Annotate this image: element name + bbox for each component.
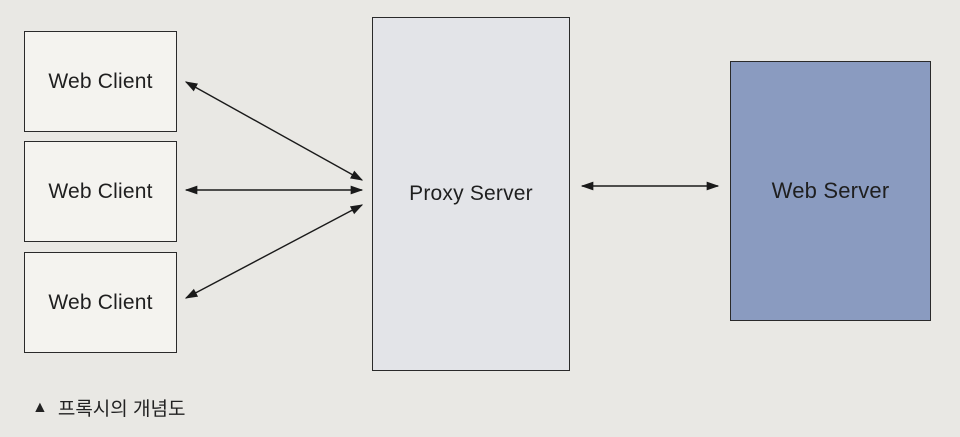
proxy-server-label: Proxy Server [409,182,533,205]
web-client-box-1: Web Client [24,31,177,132]
arrow-client3-proxy [184,204,364,299]
web-server-box: Web Server [730,61,931,321]
web-client-label-2: Web Client [48,179,153,203]
web-client-label-1: Web Client [48,69,153,93]
arrow-client1-proxy [184,81,364,181]
proxy-server-box: Proxy Server [372,17,570,371]
web-client-label-3: Web Client [48,290,153,314]
figure-caption: ▲ 프록시의 개념도 [32,394,185,421]
web-server-label: Web Server [771,178,890,203]
web-client-box-3: Web Client [24,252,177,353]
caption-text: 프록시의 개념도 [57,399,186,420]
triangle-marker-icon: ▲ [32,398,48,416]
web-client-box-2: Web Client [24,141,177,242]
